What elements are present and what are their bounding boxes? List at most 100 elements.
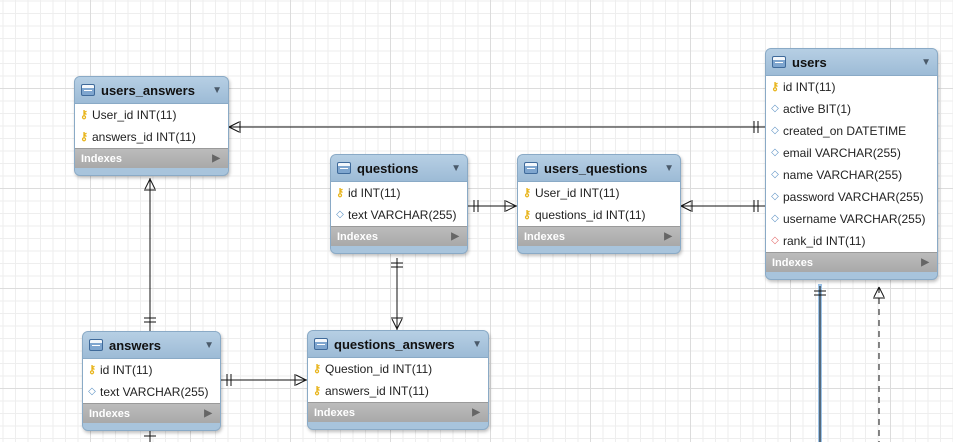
expand-arrow-icon: ▶ <box>212 153 220 164</box>
column-diamond-icon: ◇ <box>336 209 344 220</box>
column-label: User_id INT(11) <box>535 186 620 200</box>
primary-key-icon: ⚷ <box>522 209 532 221</box>
column-row[interactable]: ⚷answers_id INT(11) <box>308 380 488 402</box>
table-questions-answers[interactable]: questions_answers ▼ ⚷Question_id INT(11)… <box>307 330 489 430</box>
column-list: ⚷Question_id INT(11) ⚷answers_id INT(11) <box>308 357 488 402</box>
column-row[interactable]: ⚷User_id INT(11) <box>518 182 680 204</box>
column-row[interactable]: ⚷Question_id INT(11) <box>308 358 488 380</box>
column-label: username VARCHAR(255) <box>783 212 926 226</box>
rel-users_questions-users[interactable] <box>680 200 765 212</box>
table-icon <box>314 338 328 350</box>
column-label: created_on DATETIME <box>783 124 907 138</box>
column-label: answers_id INT(11) <box>92 130 196 144</box>
table-header[interactable]: users_questions ▼ <box>518 155 680 181</box>
column-row[interactable]: ⚷questions_id INT(11) <box>518 204 680 226</box>
collapse-triangle-icon[interactable]: ▼ <box>472 338 482 350</box>
expand-arrow-icon: ▶ <box>204 408 212 419</box>
indexes-toggle[interactable]: Indexes▶ <box>75 148 228 168</box>
column-label: name VARCHAR(255) <box>783 168 903 182</box>
indexes-toggle[interactable]: Indexes ▶ <box>308 402 488 422</box>
table-name: questions_answers <box>334 336 455 352</box>
column-row[interactable]: ◇username VARCHAR(255) <box>766 208 937 230</box>
rel-users_answers-users[interactable] <box>228 121 765 133</box>
rel-users-dashed[interactable] <box>873 286 885 442</box>
column-row[interactable]: ◇active BIT(1) <box>766 98 937 120</box>
primary-key-icon: ⚷ <box>312 363 322 375</box>
indexes-label: Indexes <box>772 256 813 269</box>
table-users-questions[interactable]: users_questions ▼ ⚷User_id INT(11) ⚷ques… <box>517 154 681 254</box>
column-diamond-icon: ◇ <box>771 169 779 180</box>
table-icon <box>772 56 786 68</box>
column-row[interactable]: ◇rank_id INT(11) <box>766 230 937 252</box>
table-header[interactable]: questions ▼ <box>331 155 467 181</box>
column-diamond-icon: ◇ <box>771 125 779 136</box>
table-icon <box>81 84 95 96</box>
indexes-toggle[interactable]: Indexes ▶ <box>518 226 680 246</box>
column-diamond-icon: ◇ <box>88 386 96 397</box>
table-footer <box>766 272 937 279</box>
indexes-label: Indexes <box>524 230 565 243</box>
column-label: answers_id INT(11) <box>325 384 429 398</box>
primary-key-icon: ⚷ <box>312 385 322 397</box>
table-footer <box>83 423 220 430</box>
rel-questions-questions_answers[interactable] <box>391 258 403 330</box>
column-list: ⚷id INT(11) ◇active BIT(1) ◇ created_on D… <box>766 75 937 252</box>
column-label: User_id INT(11) <box>92 108 177 122</box>
table-users[interactable]: users ▼ ⚷id INT(11) ◇active BIT(1) ◇ crea… <box>765 48 938 280</box>
primary-key-icon: ⚷ <box>522 187 532 199</box>
collapse-triangle-icon[interactable]: ▼ <box>664 162 674 174</box>
rel-answers-questions_answers[interactable] <box>220 374 307 386</box>
column-list: ⚷User_id INT(11) ⚷questions_id INT(11) <box>518 181 680 226</box>
table-answers[interactable]: answers ▼ ⚷id INT(11) ◇ text VARCHAR(255)… <box>82 331 221 431</box>
column-label: Question_id INT(11) <box>325 362 433 376</box>
column-row[interactable]: ⚷id INT(11) <box>331 182 467 204</box>
rel-users-rank-solid[interactable] <box>814 286 826 442</box>
table-header[interactable]: users_answers ▼ <box>75 77 228 103</box>
column-row[interactable]: ◇ text VARCHAR(255) <box>331 204 467 226</box>
expand-arrow-icon: ▶ <box>472 407 480 418</box>
table-users-answers[interactable]: users_answers ▼ ⚷User_id INT(11) ⚷answer… <box>74 76 229 176</box>
column-row[interactable]: ◇ name VARCHAR(255) <box>766 164 937 186</box>
column-row[interactable]: ⚷answers_id INT(11) <box>75 126 228 148</box>
rel-users_answers-answers[interactable] <box>144 178 156 331</box>
indexes-toggle[interactable]: Indexes▶ <box>331 226 467 246</box>
primary-key-icon: ⚷ <box>770 81 780 93</box>
table-name: answers <box>109 337 162 353</box>
indexes-toggle[interactable]: Indexes▶ <box>83 403 220 423</box>
column-row[interactable]: ⚷id INT(11) <box>766 76 937 98</box>
collapse-triangle-icon[interactable]: ▼ <box>204 339 214 351</box>
column-list: ⚷id INT(11) ◇ text VARCHAR(255) <box>331 181 467 226</box>
rel-questions-users_questions[interactable] <box>468 200 517 212</box>
table-header[interactable]: questions_answers ▼ <box>308 331 488 357</box>
column-row[interactable]: ◇ created_on DATETIME <box>766 120 937 142</box>
column-row[interactable]: ◇password VARCHAR(255) <box>766 186 937 208</box>
indexes-label: Indexes <box>314 406 355 419</box>
primary-key-icon: ⚷ <box>87 364 97 376</box>
column-row[interactable]: ◇ text VARCHAR(255) <box>83 381 220 403</box>
table-name: questions <box>357 160 419 176</box>
indexes-toggle[interactable]: Indexes▶ <box>766 252 937 272</box>
column-label: rank_id INT(11) <box>783 234 866 248</box>
column-label: text VARCHAR(255) <box>100 385 209 399</box>
collapse-triangle-icon[interactable]: ▼ <box>921 56 931 68</box>
column-list: ⚷User_id INT(11) ⚷answers_id INT(11) <box>75 103 228 148</box>
column-label: text VARCHAR(255) <box>348 208 457 222</box>
column-label: id INT(11) <box>100 363 153 377</box>
expand-arrow-icon: ▶ <box>664 231 672 242</box>
column-diamond-icon: ◇ <box>771 191 779 202</box>
column-row[interactable]: ⚷User_id INT(11) <box>75 104 228 126</box>
table-name: users_questions <box>544 160 648 176</box>
table-header[interactable]: users ▼ <box>766 49 937 75</box>
collapse-triangle-icon[interactable]: ▼ <box>451 162 461 174</box>
column-row[interactable]: ⚷id INT(11) <box>83 359 220 381</box>
primary-key-icon: ⚷ <box>79 131 89 143</box>
column-label: id INT(11) <box>348 186 401 200</box>
collapse-triangle-icon[interactable]: ▼ <box>212 84 222 96</box>
table-questions[interactable]: questions ▼ ⚷id INT(11) ◇ text VARCHAR(25… <box>330 154 468 254</box>
table-footer <box>331 246 467 253</box>
column-label: id INT(11) <box>783 80 836 94</box>
column-diamond-icon: ◇ <box>771 147 779 158</box>
table-header[interactable]: answers ▼ <box>83 332 220 358</box>
column-row[interactable]: ◇email VARCHAR(255) <box>766 142 937 164</box>
